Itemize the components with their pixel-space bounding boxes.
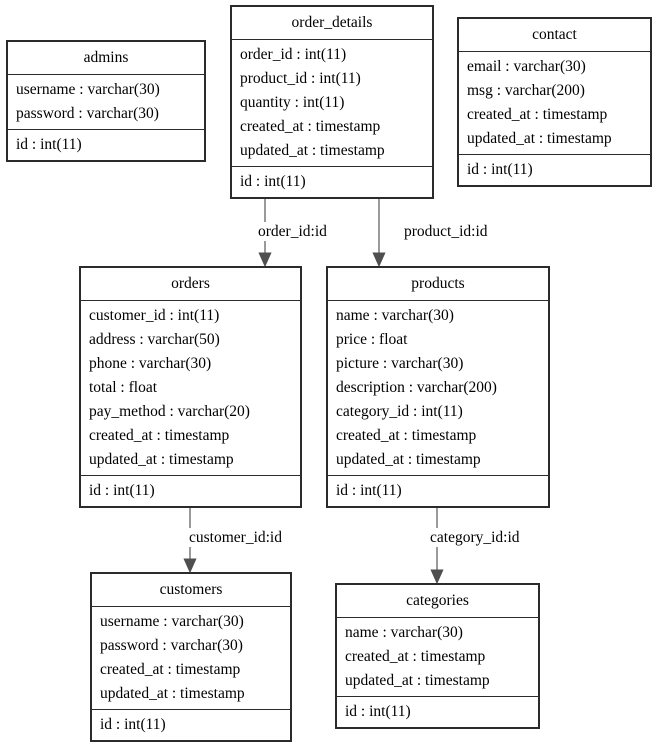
- column-row: updated_at : timestamp: [240, 142, 385, 159]
- primary-key-row: id : int(11): [345, 703, 411, 720]
- table-columns: email : varchar(30) msg : varchar(200) c…: [459, 52, 650, 155]
- relationship-label-customer-id: customer_id:id: [187, 528, 284, 547]
- column-row: customer_id : int(11): [89, 307, 220, 324]
- column-row: username : varchar(30): [100, 613, 244, 630]
- relationship-label-order-id: order_id:id: [256, 222, 329, 241]
- column-row: created_at : timestamp: [89, 427, 230, 444]
- table-contact: contact email : varchar(30) msg : varcha…: [457, 17, 652, 187]
- column-row: password : varchar(30): [100, 637, 243, 654]
- table-columns: username : varchar(30) password : varcha…: [92, 607, 290, 710]
- table-title: admins: [8, 42, 204, 75]
- table-columns: name : varchar(30) price : float picture…: [328, 301, 548, 476]
- column-row: updated_at : timestamp: [100, 685, 245, 702]
- table-title: contact: [459, 19, 650, 52]
- column-row: quantity : int(11): [240, 94, 345, 111]
- table-categories: categories name : varchar(30) created_at…: [335, 583, 540, 729]
- column-row: msg : varchar(200): [467, 82, 585, 99]
- table-customers: customers username : varchar(30) passwor…: [90, 572, 292, 742]
- column-row: updated_at : timestamp: [89, 451, 234, 468]
- column-row: phone : varchar(30): [89, 355, 212, 372]
- table-products: products name : varchar(30) price : floa…: [326, 266, 550, 508]
- column-row: created_at : timestamp: [100, 661, 241, 678]
- column-row: updated_at : timestamp: [345, 672, 490, 689]
- arrow-order-details-to-products: [372, 195, 386, 268]
- table-columns: order_id : int(11) product_id : int(11) …: [232, 40, 432, 167]
- arrowhead-down-icon: [430, 569, 444, 585]
- column-row: password : varchar(30): [16, 105, 159, 122]
- column-row: product_id : int(11): [240, 70, 361, 87]
- column-row: created_at : timestamp: [336, 427, 477, 444]
- column-row: picture : varchar(30): [336, 355, 464, 372]
- column-row: updated_at : timestamp: [336, 451, 481, 468]
- column-row: name : varchar(30): [336, 307, 454, 324]
- column-row: updated_at : timestamp: [467, 130, 612, 147]
- column-row: email : varchar(30): [467, 58, 586, 75]
- table-title: order_details: [232, 7, 432, 40]
- table-columns: username : varchar(30) password : varcha…: [8, 75, 204, 130]
- primary-key-row: id : int(11): [240, 173, 306, 190]
- relationship-label-product-id: product_id:id: [402, 222, 490, 241]
- column-row: created_at : timestamp: [345, 648, 486, 665]
- column-row: address : varchar(50): [89, 331, 220, 348]
- primary-key-row: id : int(11): [16, 136, 82, 153]
- table-columns: name : varchar(30) created_at : timestam…: [337, 618, 538, 697]
- primary-key-row: id : int(11): [89, 482, 155, 499]
- column-row: total : float: [89, 379, 158, 396]
- column-row: created_at : timestamp: [467, 106, 608, 123]
- primary-key-row: id : int(11): [336, 482, 402, 499]
- column-row: pay_method : varchar(20): [89, 403, 250, 420]
- primary-key-row: id : int(11): [467, 161, 533, 178]
- column-row: username : varchar(30): [16, 81, 160, 98]
- column-row: order_id : int(11): [240, 46, 347, 63]
- table-title: orders: [81, 268, 300, 301]
- table-title: products: [328, 268, 548, 301]
- table-title: categories: [337, 585, 538, 618]
- column-row: category_id : int(11): [336, 403, 463, 420]
- arrowhead-down-icon: [372, 252, 386, 268]
- arrowhead-down-icon: [258, 252, 272, 268]
- table-orders: orders customer_id : int(11) address : v…: [79, 266, 302, 508]
- table-columns: customer_id : int(11) address : varchar(…: [81, 301, 300, 476]
- table-title: customers: [92, 574, 290, 607]
- arrowhead-down-icon: [183, 558, 197, 574]
- table-order-details: order_details order_id : int(11) product…: [230, 5, 434, 199]
- table-admins: admins username : varchar(30) password :…: [6, 40, 206, 162]
- primary-key-row: id : int(11): [100, 716, 166, 733]
- relationship-label-category-id: category_id:id: [428, 528, 522, 547]
- column-row: price : float: [336, 331, 408, 348]
- column-row: description : varchar(200): [336, 379, 497, 396]
- column-row: created_at : timestamp: [240, 118, 381, 135]
- column-row: name : varchar(30): [345, 624, 463, 641]
